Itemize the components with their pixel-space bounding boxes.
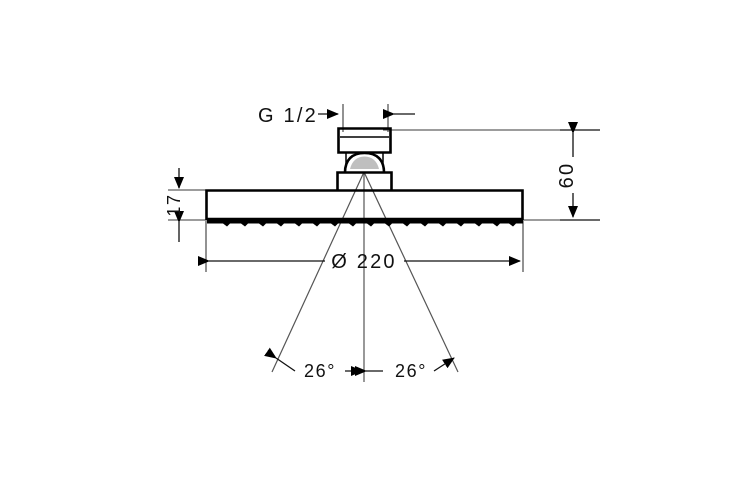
spray-cone-construction	[271, 171, 459, 382]
dimension-overall-height	[560, 122, 600, 221]
dimension-spray-angles	[264, 347, 455, 376]
diameter-dimension-label: Ø 220	[331, 251, 396, 273]
spray-angle-right-label: 26°	[395, 361, 427, 381]
connector-assembly	[336, 127, 393, 191]
shower-head-body	[205, 189, 524, 227]
spray-angle-left-label: 26°	[304, 361, 336, 381]
height-dimension-label: 60	[556, 162, 578, 189]
thickness-dimension-label: 17	[164, 193, 184, 216]
thread-dimension-label: G 1/2	[258, 105, 318, 127]
